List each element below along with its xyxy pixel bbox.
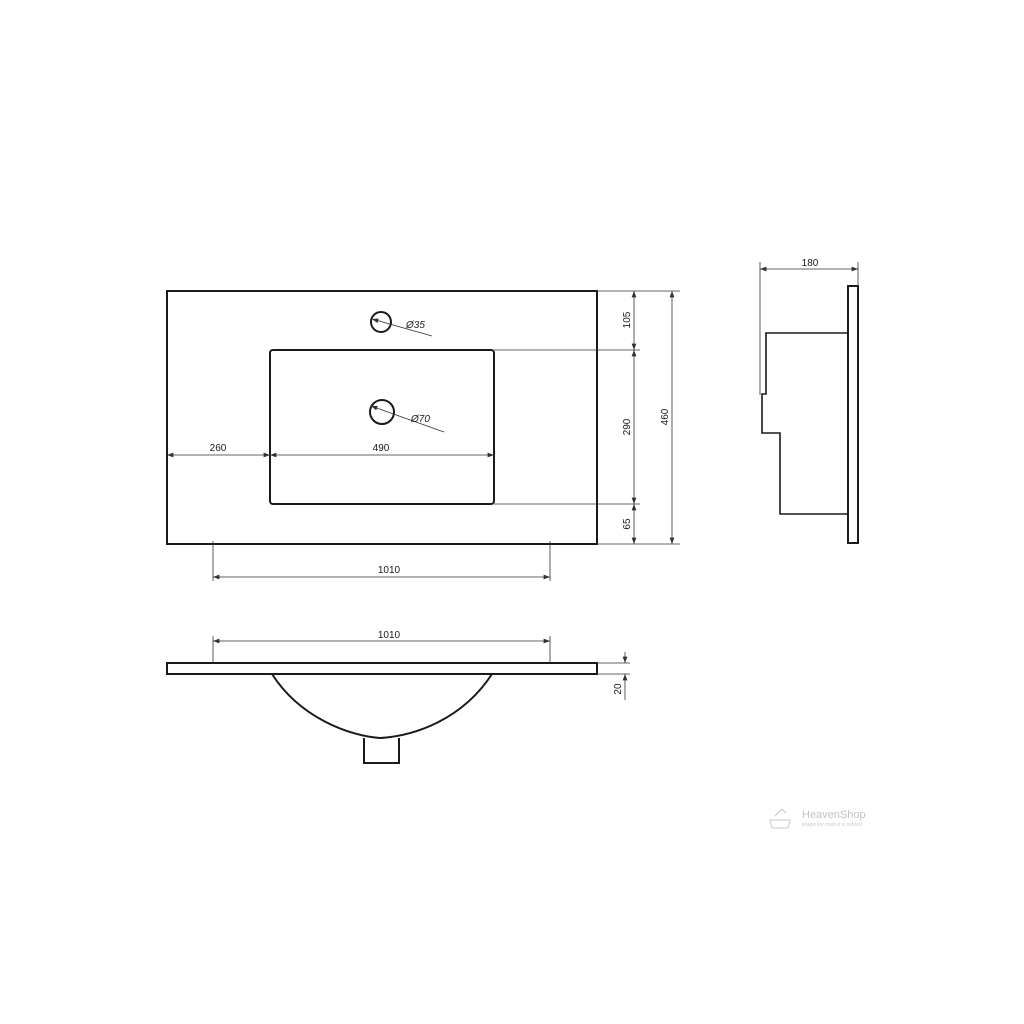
countertop-outline <box>166 290 598 545</box>
front-countertop <box>166 662 598 675</box>
bowl-depth-label: 290 <box>622 418 633 435</box>
watermark-tagline: koupelny radost a vzhled <box>802 822 863 828</box>
tap-hole <box>370 311 392 333</box>
drain-leader <box>370 405 445 433</box>
bowl-width-label: 490 <box>373 443 390 454</box>
front-mounting-width-label: 1010 <box>378 630 401 641</box>
front-drain <box>363 738 400 764</box>
tap-hole-diameter-label: Ø35 <box>405 320 425 331</box>
side-view: 180 <box>759 258 859 544</box>
mounting-width-label: 1010 <box>378 565 401 576</box>
tap-hole-leader <box>371 318 433 337</box>
bowl-outline <box>269 349 495 505</box>
total-depth-label: 460 <box>660 408 671 425</box>
tap-hole-offset-label: 105 <box>622 311 633 328</box>
watermark: HeavenShop koupelny radost a vzhled <box>769 808 866 829</box>
thickness-label: 20 <box>613 683 624 695</box>
drain-diameter-label: Ø70 <box>410 414 430 425</box>
side-slab <box>847 285 859 544</box>
bathtub-logo-icon <box>769 808 791 829</box>
side-margin-label: 260 <box>210 443 227 454</box>
drain-hole <box>369 399 395 425</box>
side-bowl-profile <box>761 332 848 515</box>
front-view: 1010 20 <box>166 630 630 764</box>
watermark-brand: HeavenShop <box>802 809 866 821</box>
front-bowl-curve <box>271 673 493 740</box>
projection-label: 180 <box>802 258 819 269</box>
front-offset-label: 65 <box>622 518 633 530</box>
top-view: Ø35 Ø70 260 490 105 290 65 460 1010 <box>166 290 680 581</box>
